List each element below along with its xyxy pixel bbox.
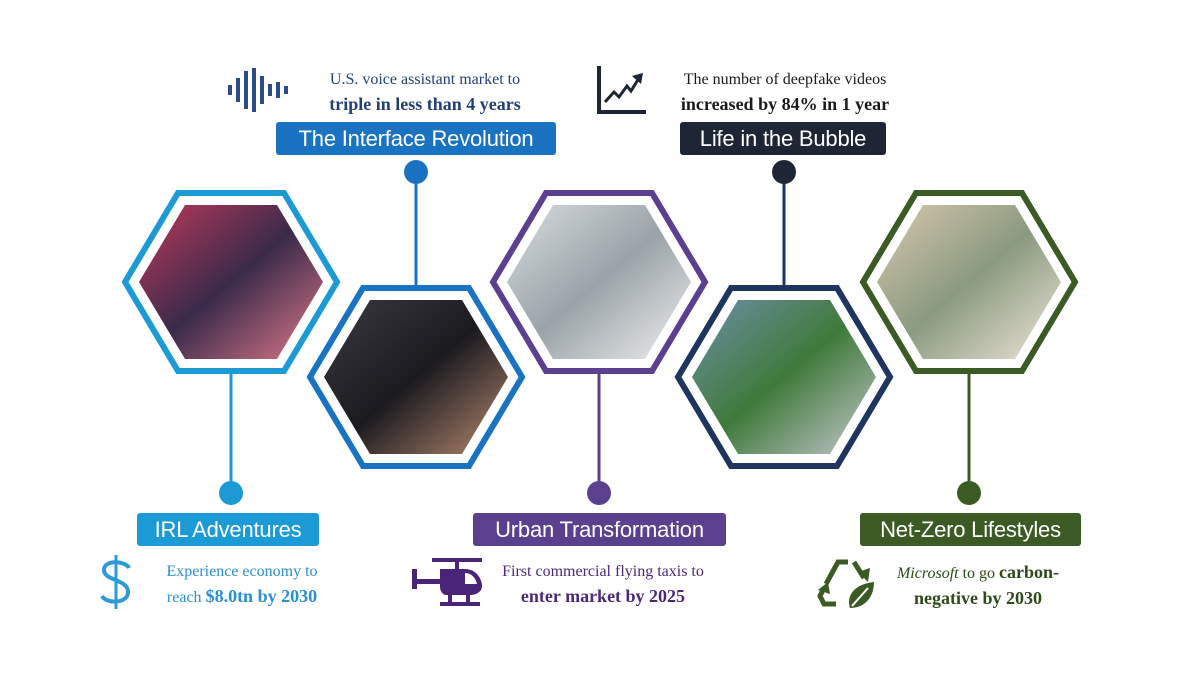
timeline-dot-netzero	[957, 481, 981, 505]
helicopter-icon	[412, 558, 482, 606]
stat-bubble-line2: increased by 84% in 1 year	[680, 94, 890, 114]
timeline-dot-irl	[219, 481, 243, 505]
soundwave-icon	[228, 68, 288, 112]
stat-netzero-rest: to go	[958, 565, 1000, 582]
timeline-dot-interface	[404, 160, 428, 184]
stat-irl-prefix: reach	[166, 589, 206, 606]
stat-netzero-bold: carbon-	[999, 562, 1060, 582]
stat-irl-bold: $8.0tn by 2030	[205, 586, 318, 606]
stat-urban-line2: enter market by 2025	[520, 586, 686, 606]
stat-bubble: The number of deepfake videos increased …	[660, 68, 910, 116]
stat-urban-line1: First commercial flying taxis to	[502, 563, 704, 580]
stat-bubble-line1: The number of deepfake videos	[683, 71, 887, 88]
dollar-icon	[100, 555, 131, 609]
hexagon-photo-netzero	[877, 205, 1061, 359]
stat-netzero-italic: Microsoft	[896, 565, 959, 582]
hexagon-photo-irl	[139, 205, 323, 359]
label-net-zero-lifestyles: Net-Zero Lifestyles	[860, 513, 1081, 546]
hexagon-photo-bubble	[692, 300, 876, 454]
timeline-dot-urban	[587, 481, 611, 505]
label-interface-revolution: The Interface Revolution	[276, 122, 556, 155]
hexagon-photo-interface	[324, 300, 508, 454]
timeline-dot-bubble	[772, 160, 796, 184]
stat-urban: First commercial flying taxis to enter m…	[488, 560, 718, 608]
label-urban-transformation: Urban Transformation	[473, 513, 726, 546]
stat-irl: Experience economy to reach $8.0tn by 20…	[142, 560, 342, 610]
stat-irl-line1: Experience economy to	[166, 563, 318, 580]
stat-interface-line2: triple in less than 4 years	[329, 94, 521, 114]
stat-netzero: Microsoft to go carbon- negative by 2030	[878, 560, 1078, 610]
stat-interface: U.S. voice assistant market to triple in…	[290, 68, 560, 116]
stat-netzero-line2: negative by 2030	[914, 588, 1042, 608]
hexagon-photo-urban	[507, 205, 691, 359]
trend-chart-icon	[597, 66, 646, 114]
stat-interface-line1: U.S. voice assistant market to	[329, 71, 521, 88]
label-irl-adventures: IRL Adventures	[137, 513, 319, 546]
label-life-in-the-bubble: Life in the Bubble	[680, 122, 886, 155]
recycle-leaf-icon	[817, 559, 874, 608]
